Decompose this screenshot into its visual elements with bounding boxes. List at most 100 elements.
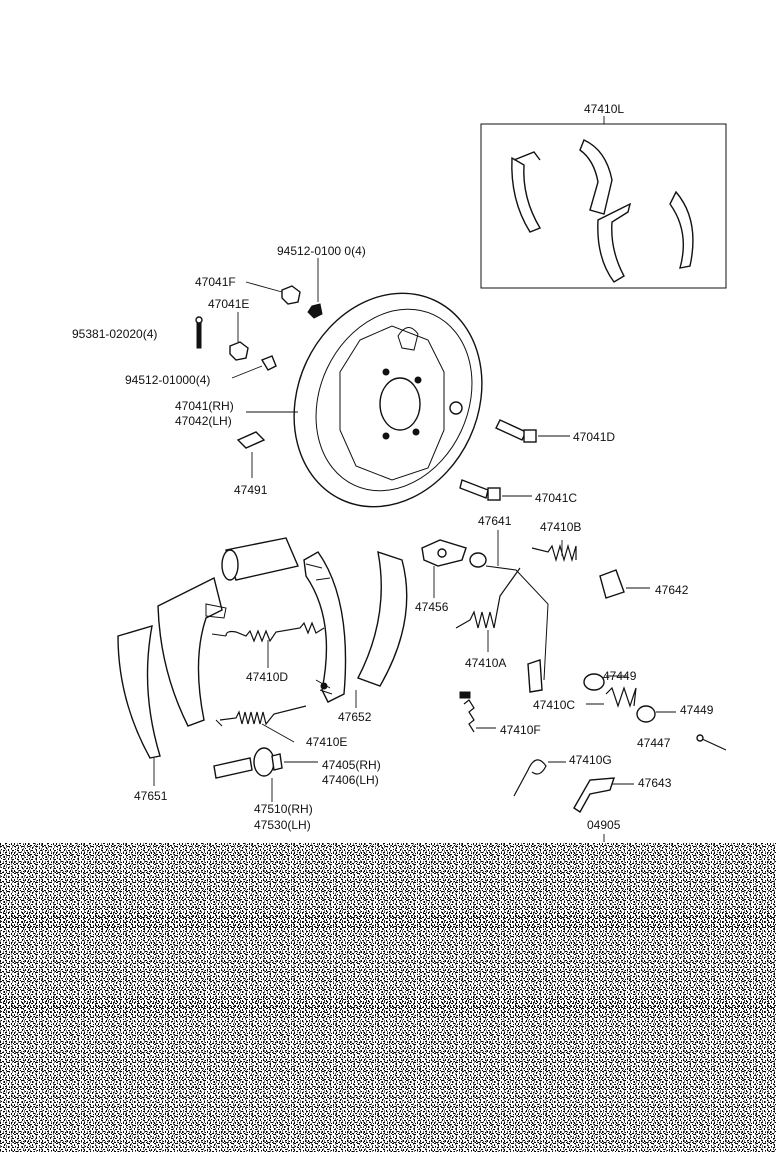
bolt-hole-2 <box>414 376 422 384</box>
scan-noise-streak-2 <box>0 998 776 1014</box>
adjuster-nut <box>271 753 283 771</box>
lining-47652 <box>357 550 408 687</box>
kit-shoe-4 <box>669 190 694 269</box>
shoe-right-pin <box>320 682 328 690</box>
label-47406LH: 47406(LH) <box>322 773 379 787</box>
label-47041RH: 47041(RH) <box>175 399 234 413</box>
washer-94512-a <box>307 303 323 319</box>
bolt-47041D-shank <box>495 419 527 441</box>
bolt-hole-4 <box>412 428 420 436</box>
washer-47641 <box>469 552 487 568</box>
label-47449-a: 47449 <box>603 669 637 683</box>
bolt-47041C-head <box>487 487 501 501</box>
label-47410E: 47410E <box>306 735 347 749</box>
nut-47041F <box>281 285 301 305</box>
label-47410C: 47410C <box>533 698 575 712</box>
shoe-left <box>157 576 223 727</box>
label-95381: 95381-02020(4) <box>72 327 157 341</box>
label-47449-b: 47449 <box>680 703 714 717</box>
label-94512-b: 94512-01000(4) <box>125 373 210 387</box>
kit-shoe-3 <box>597 202 632 283</box>
hub-hole <box>379 377 421 431</box>
lower-parts-group <box>459 691 634 842</box>
leader-47041F <box>245 281 283 293</box>
scan-noise-area <box>0 843 776 1152</box>
adjuster-screw <box>213 757 253 779</box>
anchor-boss <box>449 401 463 415</box>
spring-47410C <box>605 686 637 708</box>
bolt-hole-3 <box>382 432 390 440</box>
nut-47041E <box>229 341 249 361</box>
wheel-cylinder-group <box>221 537 299 581</box>
label-47041E: 47041E <box>208 297 249 311</box>
label-47410A: 47410A <box>465 656 506 670</box>
adjuster-wheel <box>253 747 275 777</box>
label-47041D: 47041D <box>573 430 615 444</box>
label-47510RH: 47510(RH) <box>254 802 313 816</box>
bolt-47041D-head <box>523 429 537 443</box>
label-47456: 47456 <box>415 600 449 614</box>
label-47410G: 47410G <box>569 753 612 767</box>
plug-47491 <box>236 431 266 449</box>
label-47042LH: 47042(LH) <box>175 414 232 428</box>
label-47643: 47643 <box>638 776 672 790</box>
backing-plate-group <box>246 292 483 508</box>
label-47652: 47652 <box>338 710 372 724</box>
shoe-kit-box <box>480 123 727 289</box>
leader-94512-b <box>231 365 263 379</box>
cylinder-seat <box>397 327 419 351</box>
label-47642: 47642 <box>655 583 689 597</box>
shoe-right <box>303 551 347 703</box>
bolts-group <box>459 419 570 501</box>
wheel-cylinder-end <box>221 549 239 581</box>
pin-47447-head <box>696 734 704 742</box>
spring-47410B <box>531 543 577 563</box>
left-shoe-group <box>117 576 227 786</box>
cup-47449-a <box>583 673 605 691</box>
right-parts-group <box>583 569 727 751</box>
right-shoe-group <box>303 550 408 708</box>
label-47405RH: 47405(RH) <box>322 758 381 772</box>
part-labels: 47410L 94512-0100 0(4) 47041F 47041E 953… <box>72 102 714 832</box>
middle-parts-group <box>421 530 577 693</box>
spring-47410F <box>463 699 475 733</box>
fasteners-group <box>195 258 323 478</box>
scan-noise-overlay <box>0 843 776 1152</box>
washer-94512-b <box>260 355 277 371</box>
pin-95381-head <box>195 316 203 324</box>
spring-47410E <box>219 705 307 726</box>
shoe-right-details <box>305 563 333 695</box>
label-04905: 04905 <box>587 818 621 832</box>
label-47641: 47641 <box>478 514 512 528</box>
spring-47410D <box>225 621 325 643</box>
spring-47410G <box>513 759 547 797</box>
adjuster-group <box>213 747 318 802</box>
bolt-hole-1 <box>382 368 390 376</box>
spring-47410A <box>455 567 521 629</box>
pin-47447 <box>699 737 727 751</box>
clip-47642 <box>599 569 625 599</box>
leader-47410E <box>261 723 295 743</box>
label-47410F: 47410F <box>500 723 541 737</box>
cable-end <box>527 659 543 693</box>
springs-left-group <box>219 621 325 743</box>
cup-47449-b <box>636 705 656 723</box>
lining-47651 <box>117 625 161 759</box>
shoe-left-hooks <box>205 603 227 727</box>
label-47410B: 47410B <box>540 520 581 534</box>
label-47530LH: 47530(LH) <box>254 818 311 832</box>
backing-plate-face <box>339 325 445 481</box>
label-47041F: 47041F <box>195 275 236 289</box>
backing-plate-rim <box>315 308 473 492</box>
cable-47641 <box>485 565 549 681</box>
pin-95381 <box>196 321 202 349</box>
kit-shoe-2 <box>579 139 613 215</box>
bolt-47041C-shank <box>459 479 489 499</box>
label-47491: 47491 <box>234 483 268 497</box>
shoe-kit-group <box>480 116 727 289</box>
label-94512-a: 94512-0100 0(4) <box>277 244 366 258</box>
kit-shoe-1 <box>511 151 542 233</box>
label-47447: 47447 <box>637 736 671 750</box>
